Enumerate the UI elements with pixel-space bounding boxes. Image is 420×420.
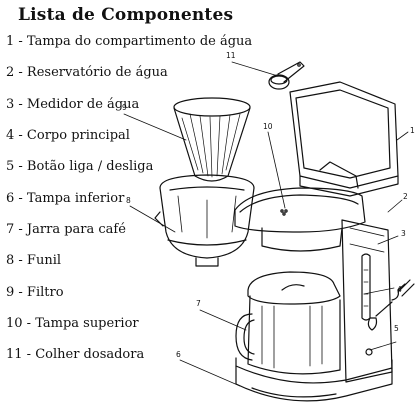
callout-2: 2 — [403, 192, 408, 201]
callout-3: 3 — [401, 229, 406, 238]
water-lid-drawing — [289, 81, 399, 197]
callout-11: 11 — [226, 51, 236, 60]
component-item-3: 3 - Medidor de água — [6, 97, 140, 112]
callout-7: 7 — [196, 299, 201, 308]
power-cord-drawing — [365, 279, 415, 356]
callout-6: 6 — [176, 350, 181, 359]
component-item-11: 11 - Colher dosadora — [6, 347, 145, 362]
diagram-title: Lista de Componentes — [18, 5, 234, 25]
component-item-9: 9 - Filtro — [6, 285, 64, 300]
callout-numbers: 1 2 3 4 5 6 7 8 9 10 11 — [122, 51, 415, 359]
component-item-10: 10 - Tampa superior — [6, 316, 139, 331]
component-item-4: 4 - Corpo principal — [6, 128, 130, 143]
component-item-5: 5 - Botão liga / desliga — [6, 159, 154, 174]
component-item-7: 7 - Jarra para café — [6, 222, 126, 237]
leader-lines — [123, 61, 409, 387]
callout-1: 1 — [410, 126, 415, 135]
measuring-spoon-drawing — [268, 61, 305, 90]
component-item-8: 8 - Funil — [6, 253, 62, 268]
component-item-6: 6 - Tampa inferior — [6, 191, 125, 206]
callout-5: 5 — [394, 324, 399, 333]
callout-10: 10 — [263, 122, 273, 131]
funnel-drawing — [154, 174, 255, 267]
callout-8: 8 — [126, 196, 131, 205]
filter-drawing — [173, 97, 251, 182]
callout-9: 9 — [122, 103, 127, 112]
callout-4: 4 — [397, 285, 402, 294]
component-item-2: 2 - Reservatório de água — [6, 65, 168, 80]
component-item-1: 1 - Tampa do compartimento de água — [6, 34, 253, 49]
carafe-drawing — [235, 271, 341, 375]
base-drawing — [235, 357, 393, 402]
